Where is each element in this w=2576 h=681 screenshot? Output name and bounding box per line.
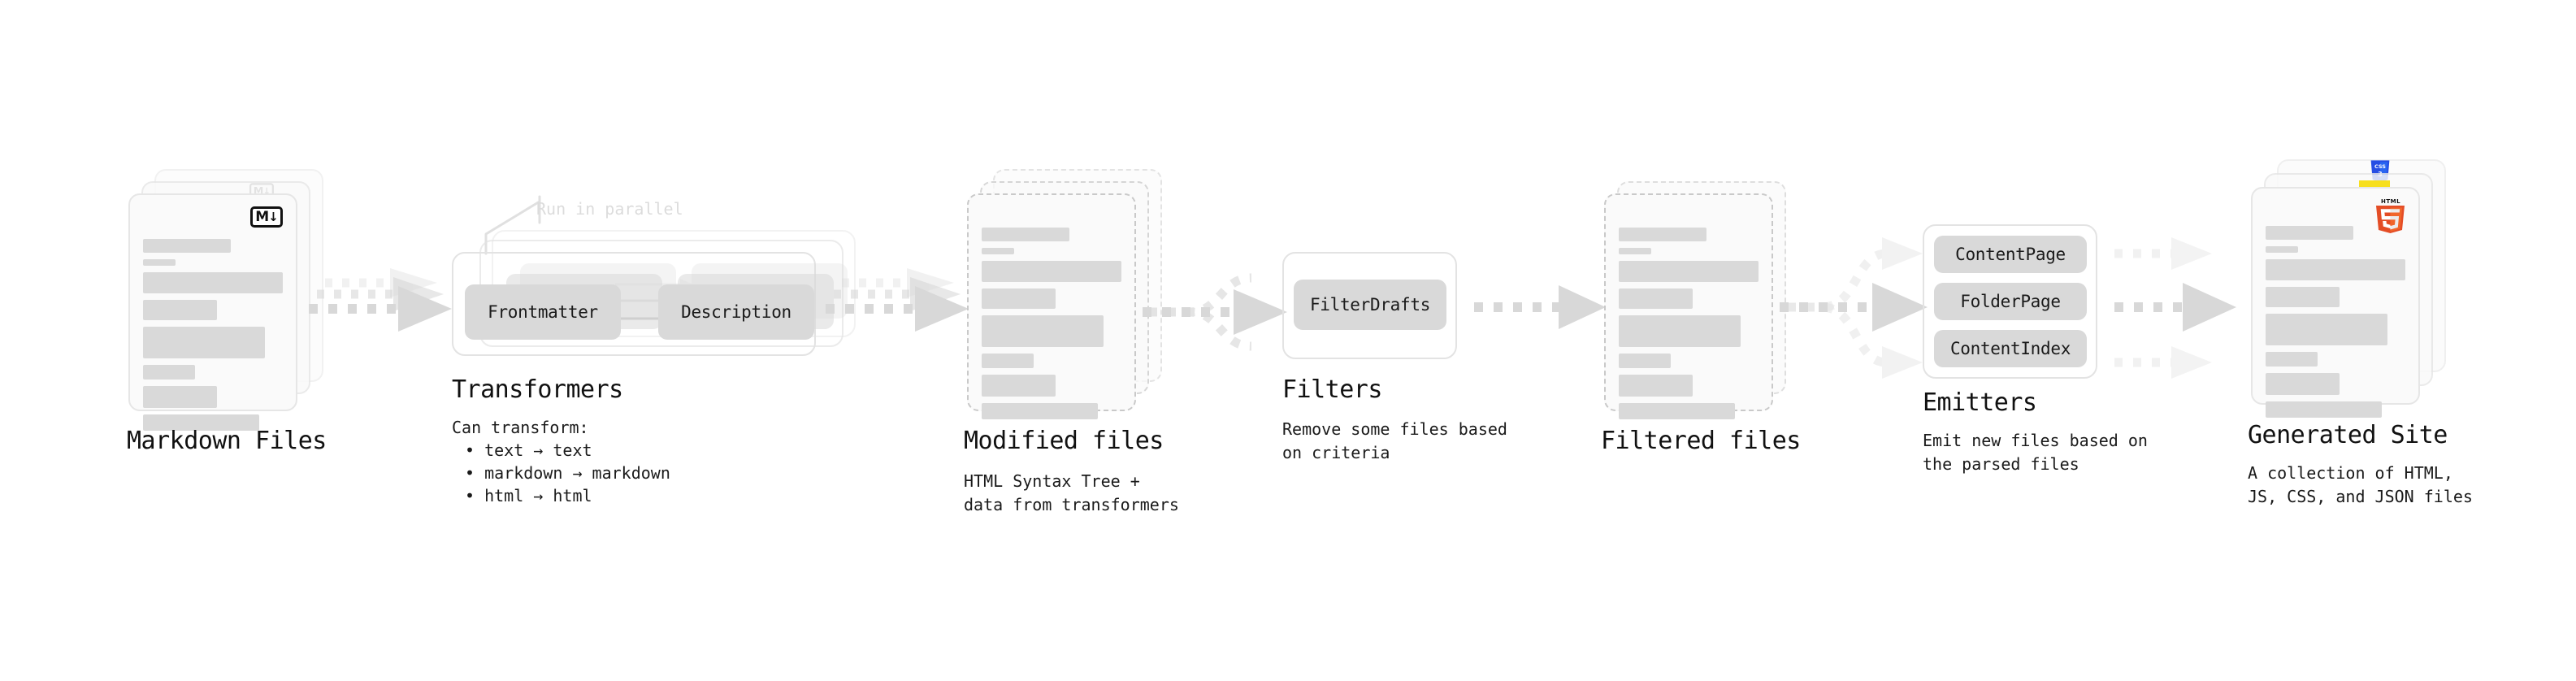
transformer-chip-frontmatter[interactable]: Frontmatter [465,284,621,340]
run-in-parallel-label: Run in parallel [536,199,683,219]
card-skeleton-bars [1619,228,1759,426]
emitters-description: Emit new files based on the parsed files [1923,431,2148,474]
generated-site-description: A collection of HTML, JS, CSS, and JSON … [2248,463,2473,506]
arrow-markdown-to-transformers [309,268,452,332]
filtered-files-title: Filtered files [1601,427,1801,455]
emitter-chip-contentindex-label: ContentIndex [1949,339,2071,358]
filtered-file-card [1604,193,1773,419]
markdown-file-card: M↓ [128,193,297,431]
transformers-bullet-1: • markdown → markdown [465,463,670,483]
transformers-bullet-0: • text → text [465,440,592,460]
emitter-chip-folderpage[interactable]: FolderPage [1934,283,2087,320]
svg-text:CSS: CSS [2374,163,2386,170]
filters-description: Remove some files based on criteria [1282,419,1507,462]
transformers-bullet-2: • html → html [465,486,592,505]
arrow-emitters-to-site [2114,237,2236,379]
card-skeleton-bars [2266,226,2405,424]
filter-chip-filterdrafts[interactable]: FilterDrafts [1294,280,1446,330]
filter-chip-filterdrafts-label: FilterDrafts [1309,295,1431,314]
card-skeleton-bars [143,239,283,437]
filters-title: Filters [1282,375,1382,404]
emitters-title: Emitters [1923,388,2037,417]
arrow-filters-to-filtered [1474,285,1606,329]
modified-files-description: HTML Syntax Tree + data from transformer… [964,471,1179,514]
modified-file-card [967,193,1136,419]
transformer-chip-description[interactable]: Description [658,284,814,340]
emitters-groupbox [1923,224,2097,379]
transformer-chip-frontmatter-label: Frontmatter [488,302,598,322]
filters-groupbox [1282,252,1457,359]
emitter-chip-contentpage-label: ContentPage [1955,245,2066,264]
transformers-title: Transformers [452,375,623,404]
generated-site-card: HTML [2251,187,2420,418]
emitter-chip-contentindex[interactable]: ContentIndex [1934,330,2087,367]
arrow-filtered-to-emitters [1780,237,1928,379]
emitter-chip-contentpage[interactable]: ContentPage [1934,236,2087,273]
arrow-modified-to-filters [1143,273,1287,351]
svg-text:HTML: HTML [2381,198,2400,205]
emitter-chip-folderpage-label: FolderPage [1960,292,2061,311]
markdown-files-title: Markdown Files [127,427,327,455]
arrow-transformers-to-modified [826,268,969,332]
markdown-icon: M↓ [250,206,283,228]
modified-files-title: Modified files [964,427,1164,455]
generated-site-title: Generated Site [2248,421,2448,449]
card-skeleton-bars [982,228,1121,426]
html5-icon: HTML [2376,198,2405,233]
transformer-chip-description-label: Description [681,302,791,322]
transformers-description: Can transform: [452,418,589,437]
